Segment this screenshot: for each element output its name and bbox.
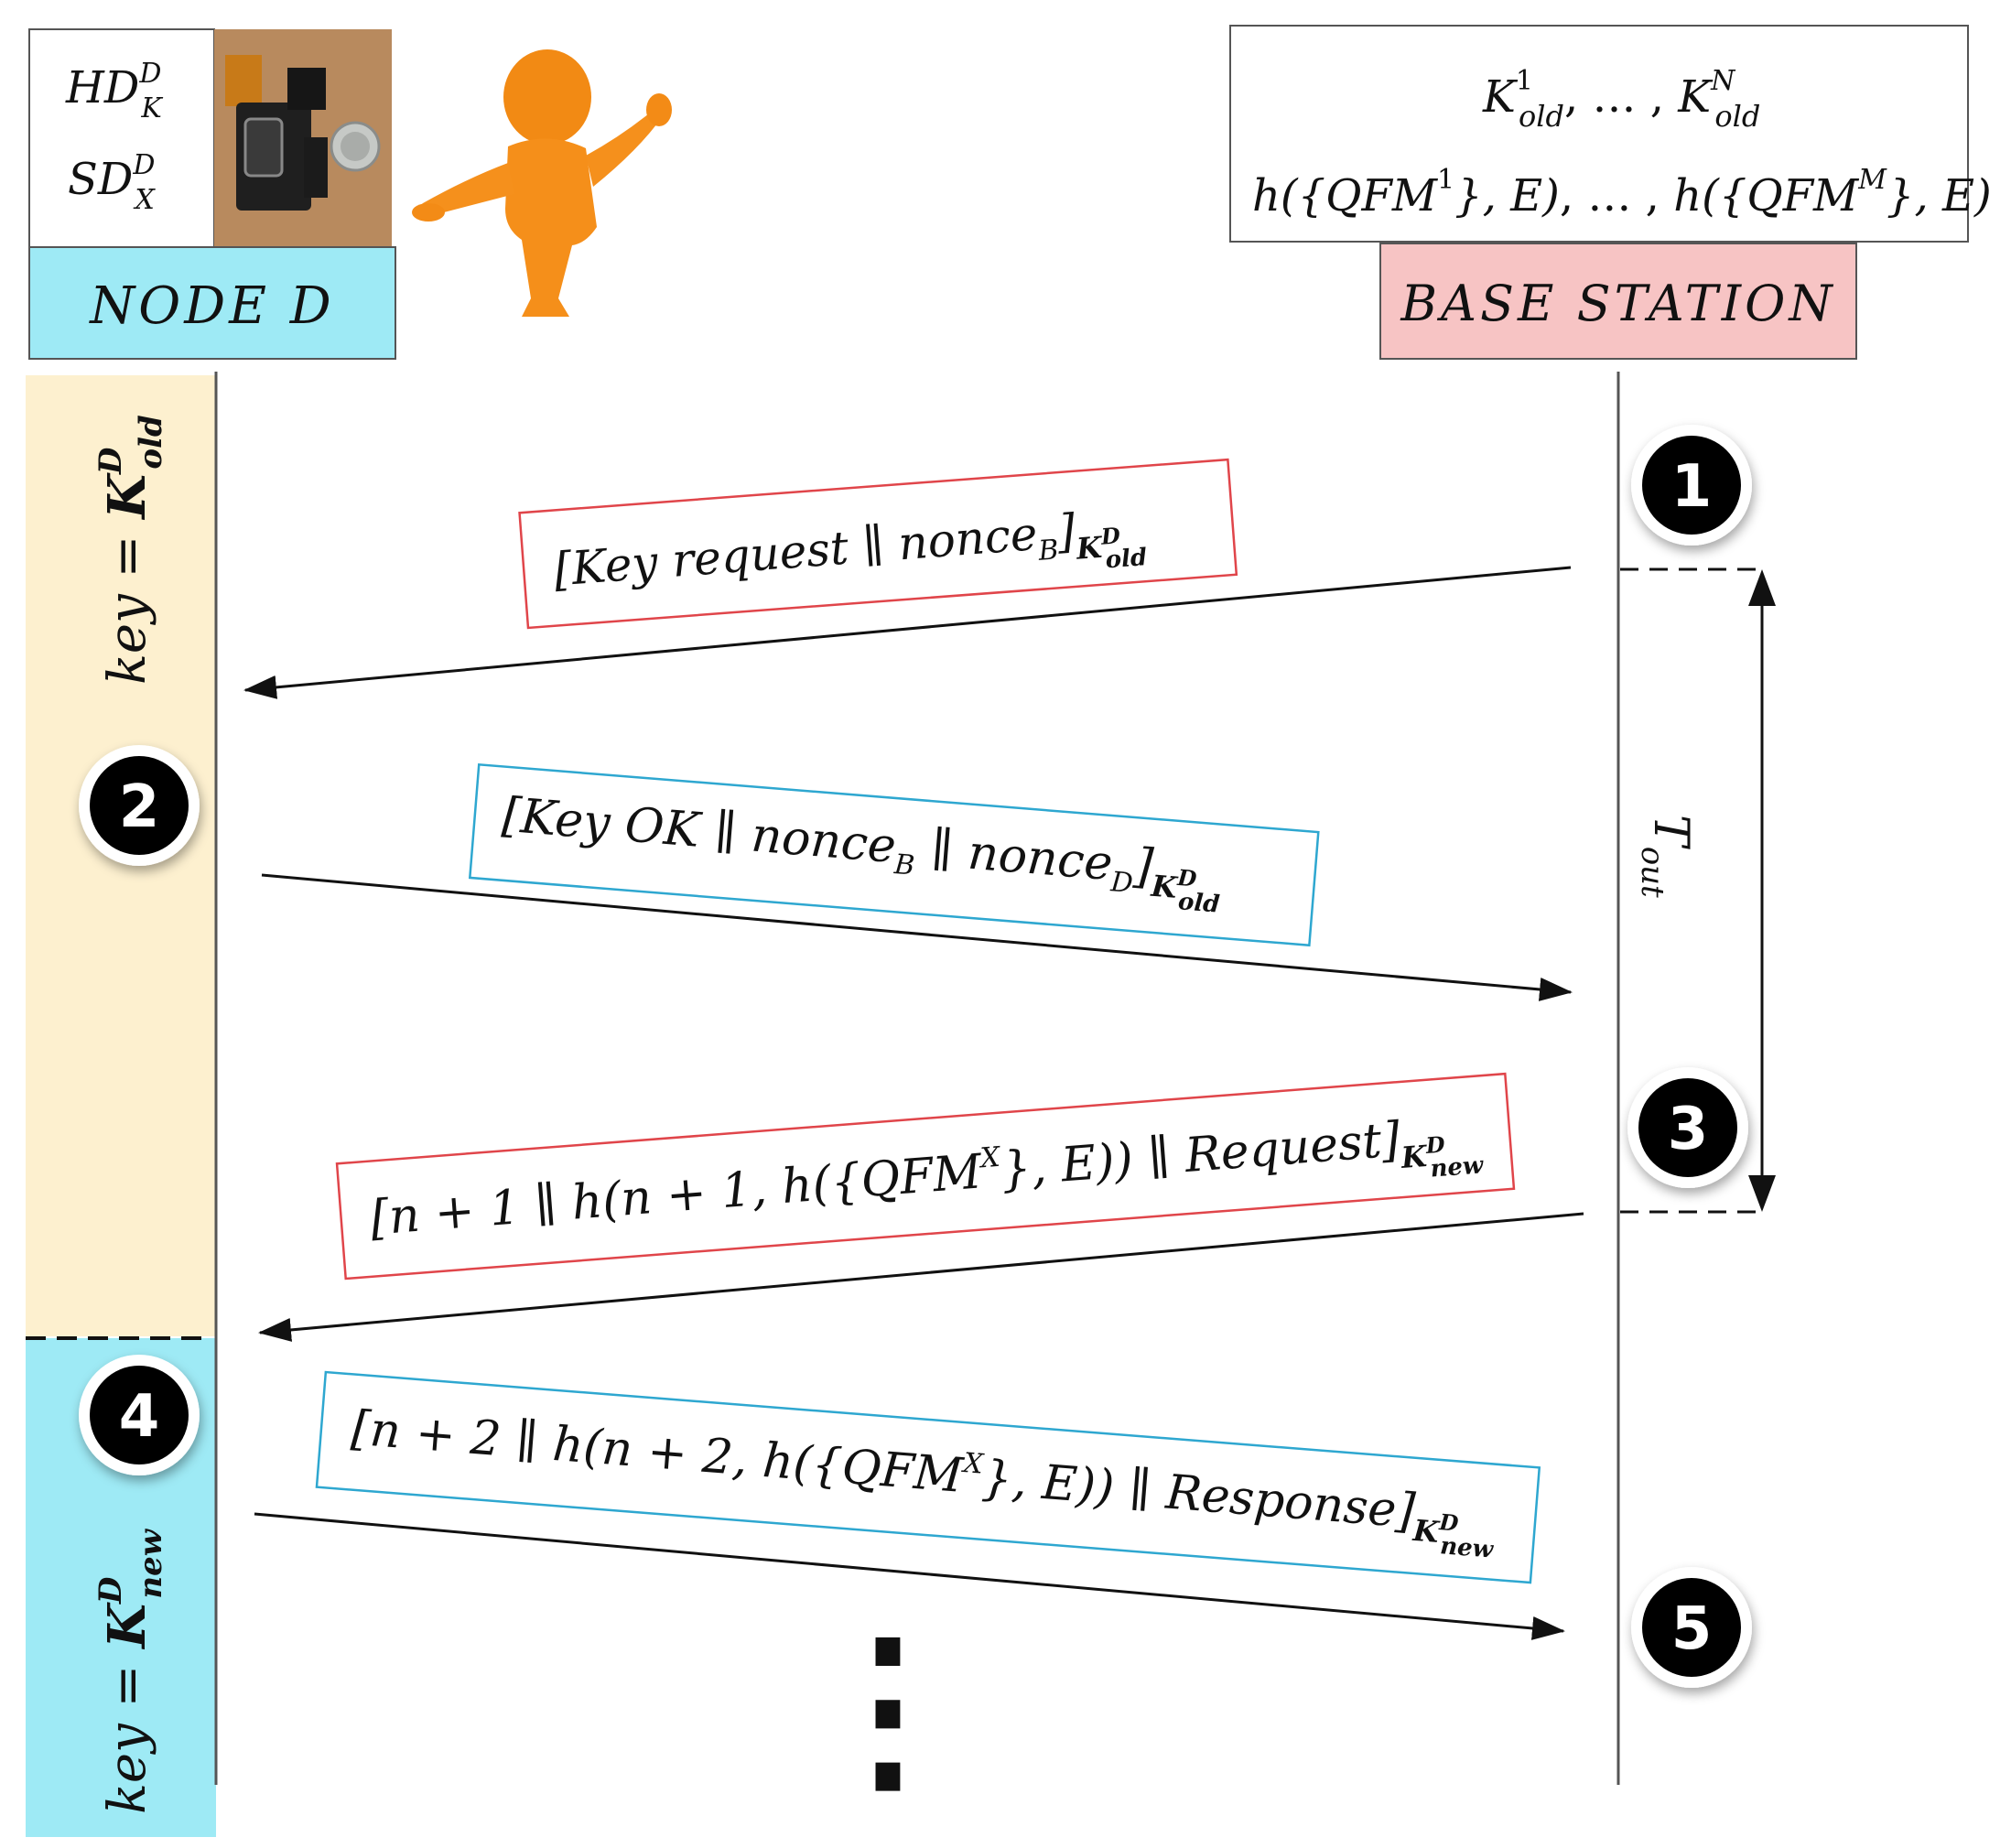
message-2: [Key OK ∥ nonceB ∥ nonceD]KDold [468,762,1320,947]
message-4-box [315,1370,1541,1584]
base-station-label-box [1379,243,1857,360]
timeout-arrow-down-head [1748,1175,1776,1212]
timeout-arrow-up-head [1748,569,1776,606]
timeout-label: Tout [1634,815,1698,898]
step-4-number: 4 [119,1383,160,1451]
step-5-marker [1631,1567,1752,1688]
message-4: [n + 2 ∥ h(n + 2, h({QFMX}, E)) ∥ Respon… [315,1370,1541,1584]
message-1: [Key request ∥ nonceB]KDold [518,458,1238,630]
step-1-number: 1 [1671,453,1713,521]
base-station-hashes: h({QFM1}, E), … , h({QFMM}, E) [1252,164,1992,222]
message-2-arrow [261,873,1573,1001]
step-3-marker [1627,1067,1748,1188]
message-3-box [335,1072,1516,1281]
continuation-ellipsis: ⋮ [796,1600,979,1815]
step-5-number: 5 [1671,1595,1713,1663]
base-station-vars-box [1229,25,1969,243]
message-2-box [468,762,1320,947]
message-4-arrow [254,1512,1565,1640]
message-3: [n + 1 ∥ h(n + 1, h({QFMX}, E)) ∥ Reques… [335,1072,1516,1281]
base-station-label: BASE STATION [1400,275,1835,332]
orange-person-figure [412,49,672,317]
step-1-marker [1631,425,1752,546]
message-3-arrow [258,1212,1584,1342]
step-2-number: 2 [119,773,160,841]
node-label-box [28,246,396,360]
sensor-device-photo [214,29,392,247]
message-1-box [518,458,1238,630]
step-3-number: 3 [1668,1096,1709,1163]
step-4-marker [79,1355,200,1475]
message-1-arrow [243,566,1572,699]
node-label: NODE D [88,276,334,336]
node-vars-box [28,28,215,248]
step-2-marker [79,745,200,866]
